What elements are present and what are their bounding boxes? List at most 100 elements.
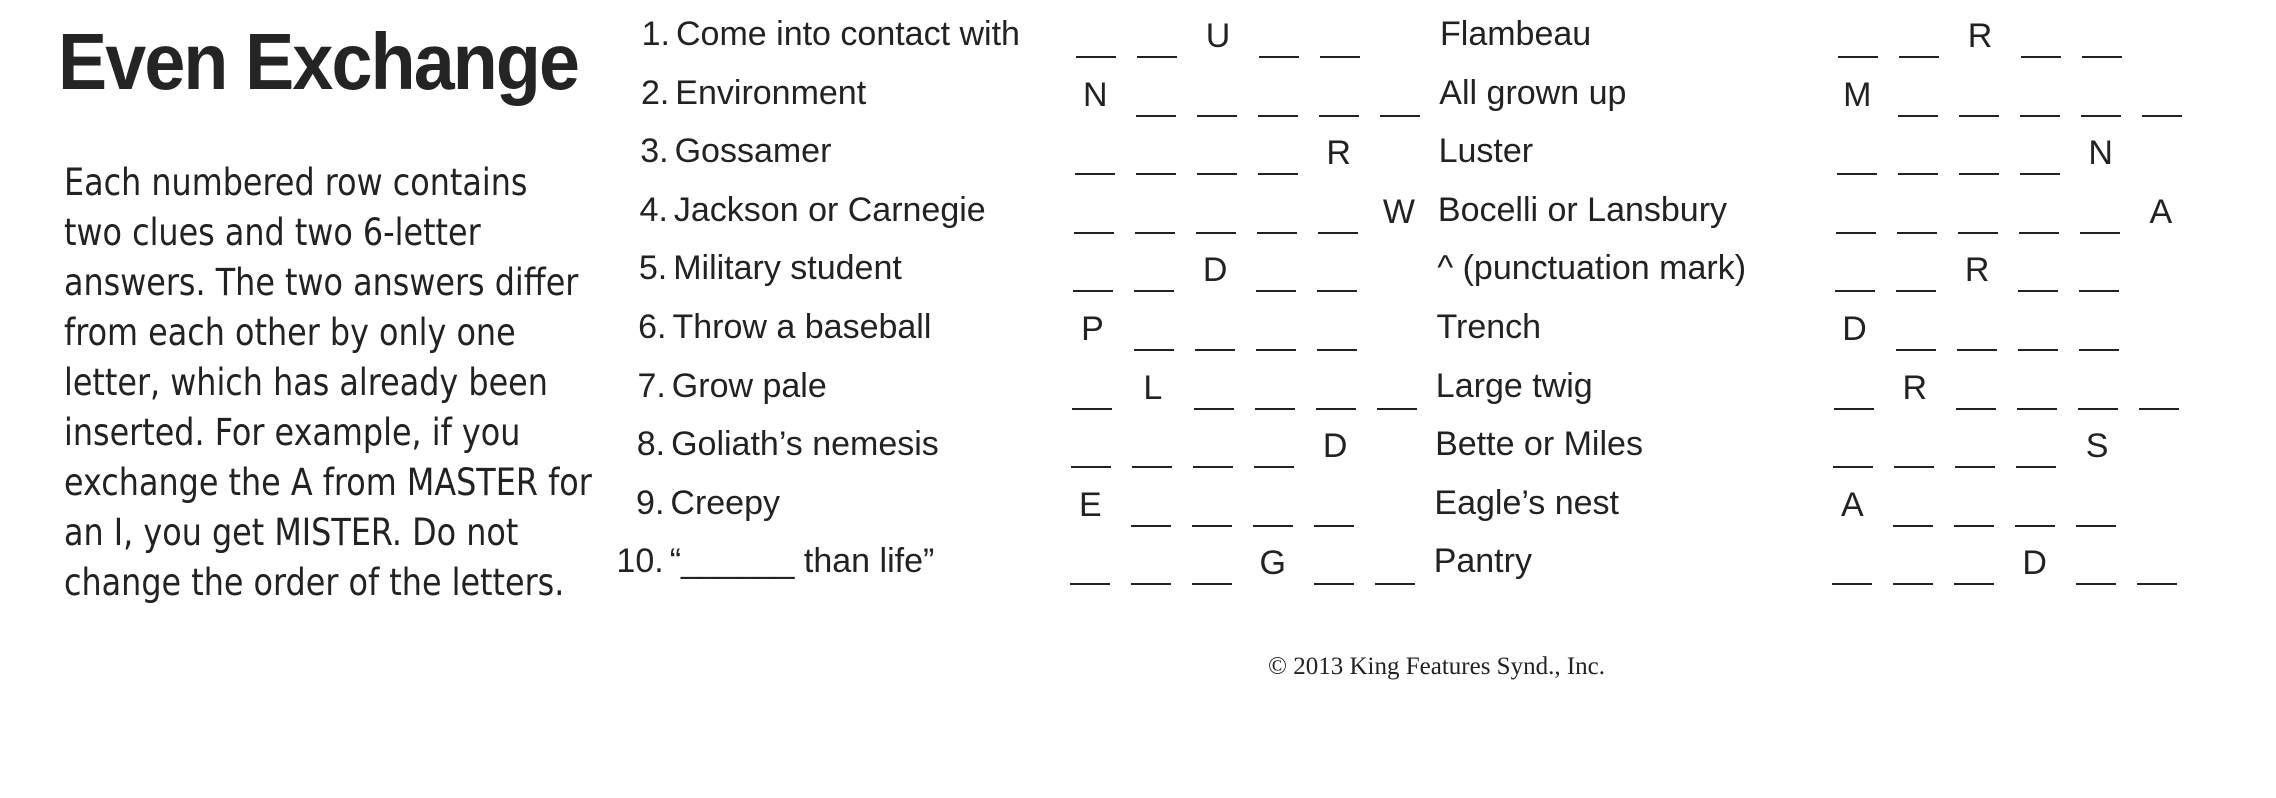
given-letter-text: R: [1964, 251, 1990, 290]
letter-blank[interactable]: [1312, 483, 1356, 539]
letter-blank[interactable]: [1254, 248, 1298, 304]
letter-blank[interactable]: [2080, 14, 2124, 70]
letter-blank[interactable]: [1190, 483, 1234, 539]
letter-blank[interactable]: [2137, 366, 2181, 422]
letter-blank[interactable]: [1251, 483, 1295, 539]
letter-blank[interactable]: [1194, 190, 1238, 246]
letter-blank[interactable]: [1314, 366, 1358, 422]
letter-blank[interactable]: [1192, 366, 1236, 422]
letter-blank[interactable]: [1190, 541, 1234, 597]
blank-underline: [1894, 466, 1935, 469]
letter-blank[interactable]: [1952, 483, 1996, 539]
letter-blank[interactable]: [2017, 190, 2061, 246]
letter-blank[interactable]: [1254, 307, 1298, 363]
letter-blank[interactable]: [1833, 248, 1877, 304]
letter-blank[interactable]: [2013, 483, 2057, 539]
letter-blank[interactable]: [2019, 14, 2063, 70]
letter-blank[interactable]: [1953, 424, 1997, 480]
letter-blank[interactable]: [1378, 73, 1422, 129]
letter-blank[interactable]: [1317, 73, 1361, 129]
letter-blank[interactable]: [1256, 131, 1300, 187]
letter-blank[interactable]: [2014, 424, 2058, 480]
letter-blank[interactable]: [1252, 424, 1296, 480]
letter-blank[interactable]: [1375, 366, 1419, 422]
blank-underline: [1254, 407, 1295, 410]
letter-blank[interactable]: [1195, 73, 1239, 129]
letter-blank[interactable]: [2077, 248, 2121, 304]
letter-blank[interactable]: [1836, 14, 1880, 70]
letter-blank[interactable]: [1892, 424, 1936, 480]
letter-blank[interactable]: [1896, 131, 1940, 187]
blank-underline: [1258, 114, 1299, 117]
letter-blank[interactable]: [2079, 73, 2123, 129]
blank-underline: [1833, 407, 1874, 410]
letter-blank[interactable]: [1315, 248, 1359, 304]
letter-blank[interactable]: [1373, 541, 1417, 597]
letter-blank[interactable]: [1071, 248, 1115, 304]
letter-blank[interactable]: [2074, 541, 2118, 597]
letter-blank[interactable]: [1132, 307, 1176, 363]
letter-blank[interactable]: [1135, 14, 1179, 70]
letter-blank[interactable]: [2135, 541, 2179, 597]
blank-underline: [1896, 231, 1937, 234]
letter-blank[interactable]: [1312, 541, 1356, 597]
letter-blank[interactable]: [1072, 190, 1116, 246]
letter-blank[interactable]: [1068, 541, 1112, 597]
answer-left: D: [1069, 424, 1374, 480]
letter-blank[interactable]: [2018, 131, 2062, 187]
letter-blank[interactable]: [2018, 73, 2062, 129]
letter-blank[interactable]: [1195, 131, 1239, 187]
letter-blank[interactable]: [1830, 541, 1874, 597]
letter-blank[interactable]: [1257, 14, 1301, 70]
letter-blank[interactable]: [1834, 190, 1878, 246]
letter-blank[interactable]: [1074, 14, 1118, 70]
letter-blank[interactable]: [1129, 483, 1173, 539]
letter-blank[interactable]: [1832, 366, 1876, 422]
answer-right: M: [1835, 73, 2201, 129]
letter-blank[interactable]: [1831, 424, 1875, 480]
letter-blank[interactable]: [1069, 424, 1113, 480]
letter-blank[interactable]: [1130, 424, 1174, 480]
letter-blank[interactable]: [1316, 190, 1360, 246]
letter-blank[interactable]: [1894, 307, 1938, 363]
letter-blank[interactable]: [1193, 307, 1237, 363]
letter-blank[interactable]: [1891, 483, 1935, 539]
letter-blank[interactable]: [2140, 73, 2184, 129]
letter-blank[interactable]: [1896, 73, 1940, 129]
letter-blank[interactable]: [1835, 131, 1879, 187]
letter-blank[interactable]: [1954, 366, 1998, 422]
letter-blank[interactable]: [1191, 424, 1235, 480]
letter-blank[interactable]: [2078, 190, 2122, 246]
letter-blank[interactable]: [1956, 190, 2000, 246]
letter-blank[interactable]: [1256, 73, 1300, 129]
letter-blank[interactable]: [1895, 190, 1939, 246]
letter-blank[interactable]: [1952, 541, 1996, 597]
letter-blank[interactable]: [1070, 366, 1114, 422]
letter-blank[interactable]: [1134, 73, 1178, 129]
clue-left: Throw a baseball: [672, 308, 932, 346]
blank-underline: [2016, 407, 2057, 410]
letter-blank[interactable]: [1897, 14, 1941, 70]
letter-blank[interactable]: [1255, 190, 1299, 246]
letter-blank[interactable]: [1253, 366, 1297, 422]
letter-blank[interactable]: [1129, 541, 1173, 597]
letter-blank[interactable]: [1133, 190, 1177, 246]
letter-blank[interactable]: [2016, 248, 2060, 304]
letter-blank[interactable]: [2077, 307, 2121, 363]
letter-blank[interactable]: [1132, 248, 1176, 304]
letter-blank[interactable]: [1318, 14, 1362, 70]
letter-blank[interactable]: [2074, 483, 2118, 539]
letter-blank[interactable]: [1894, 248, 1938, 304]
letter-blank[interactable]: [2016, 307, 2060, 363]
letter-blank[interactable]: [1891, 541, 1935, 597]
letter-blank[interactable]: [2015, 366, 2059, 422]
letter-blank[interactable]: [1315, 307, 1359, 363]
clue-left: Military student: [673, 249, 902, 288]
letter-blank[interactable]: [1073, 131, 1117, 187]
letter-blank[interactable]: [1955, 307, 1999, 363]
letter-blank[interactable]: [2076, 366, 2120, 422]
blank-underline: [1069, 583, 1110, 586]
letter-blank[interactable]: [1134, 131, 1178, 187]
letter-blank[interactable]: [1957, 73, 2001, 129]
letter-blank[interactable]: [1957, 131, 2001, 187]
